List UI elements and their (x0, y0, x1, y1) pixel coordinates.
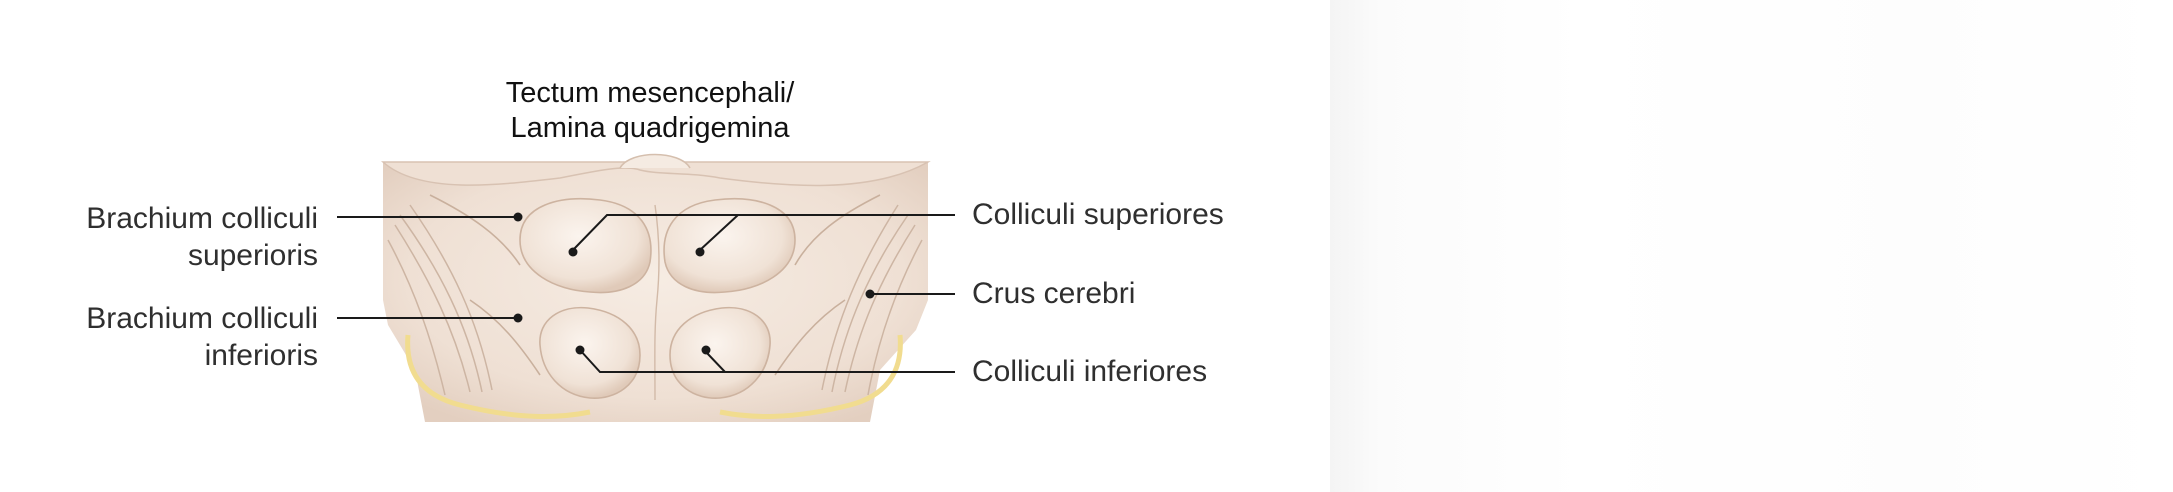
label-colliculi-inferiores: Colliculi inferiores (972, 355, 1208, 388)
leader-colliculi-inferiores-left (579, 349, 725, 373)
label-brachium-colliculi-inferioris: Brachium colliculi inferioris (40, 300, 318, 374)
nerve-right (719, 334, 903, 419)
label-line: superioris (187, 239, 318, 272)
inferior-colliculus-left (539, 306, 641, 399)
superior-colliculus-left (519, 198, 652, 294)
diagram-title: Tectum mesencephali/ Lamina quadrigemina (420, 76, 880, 146)
brachium-curves (429, 194, 881, 376)
crus-left (387, 204, 493, 396)
inferior-colliculus-right (669, 306, 771, 399)
label-line: inferioris (204, 339, 318, 372)
pineal-bump (619, 153, 691, 169)
label-line: Brachium colliculi (86, 302, 318, 335)
label-crus-cerebri: Crus cerebri (972, 277, 1136, 310)
label-colliculi-superiores: Colliculi superiores (972, 198, 1224, 231)
crus-right (821, 204, 923, 396)
superior-colliculus-right (663, 198, 796, 294)
nerve-left (405, 334, 591, 419)
leader-dots (513, 212, 875, 355)
blank-panel (1330, 0, 2173, 492)
title-line-2: Lamina quadrigemina (510, 112, 790, 144)
label-brachium-colliculi-superioris: Brachium colliculi superioris (40, 200, 318, 274)
leader-colliculi-superiores-left (572, 214, 738, 251)
top-lobes (381, 161, 931, 187)
title-line-1: Tectum mesencephali/ (505, 77, 795, 109)
label-line: Brachium colliculi (86, 202, 318, 235)
leader-lines (337, 214, 955, 373)
median-groove (654, 204, 660, 401)
